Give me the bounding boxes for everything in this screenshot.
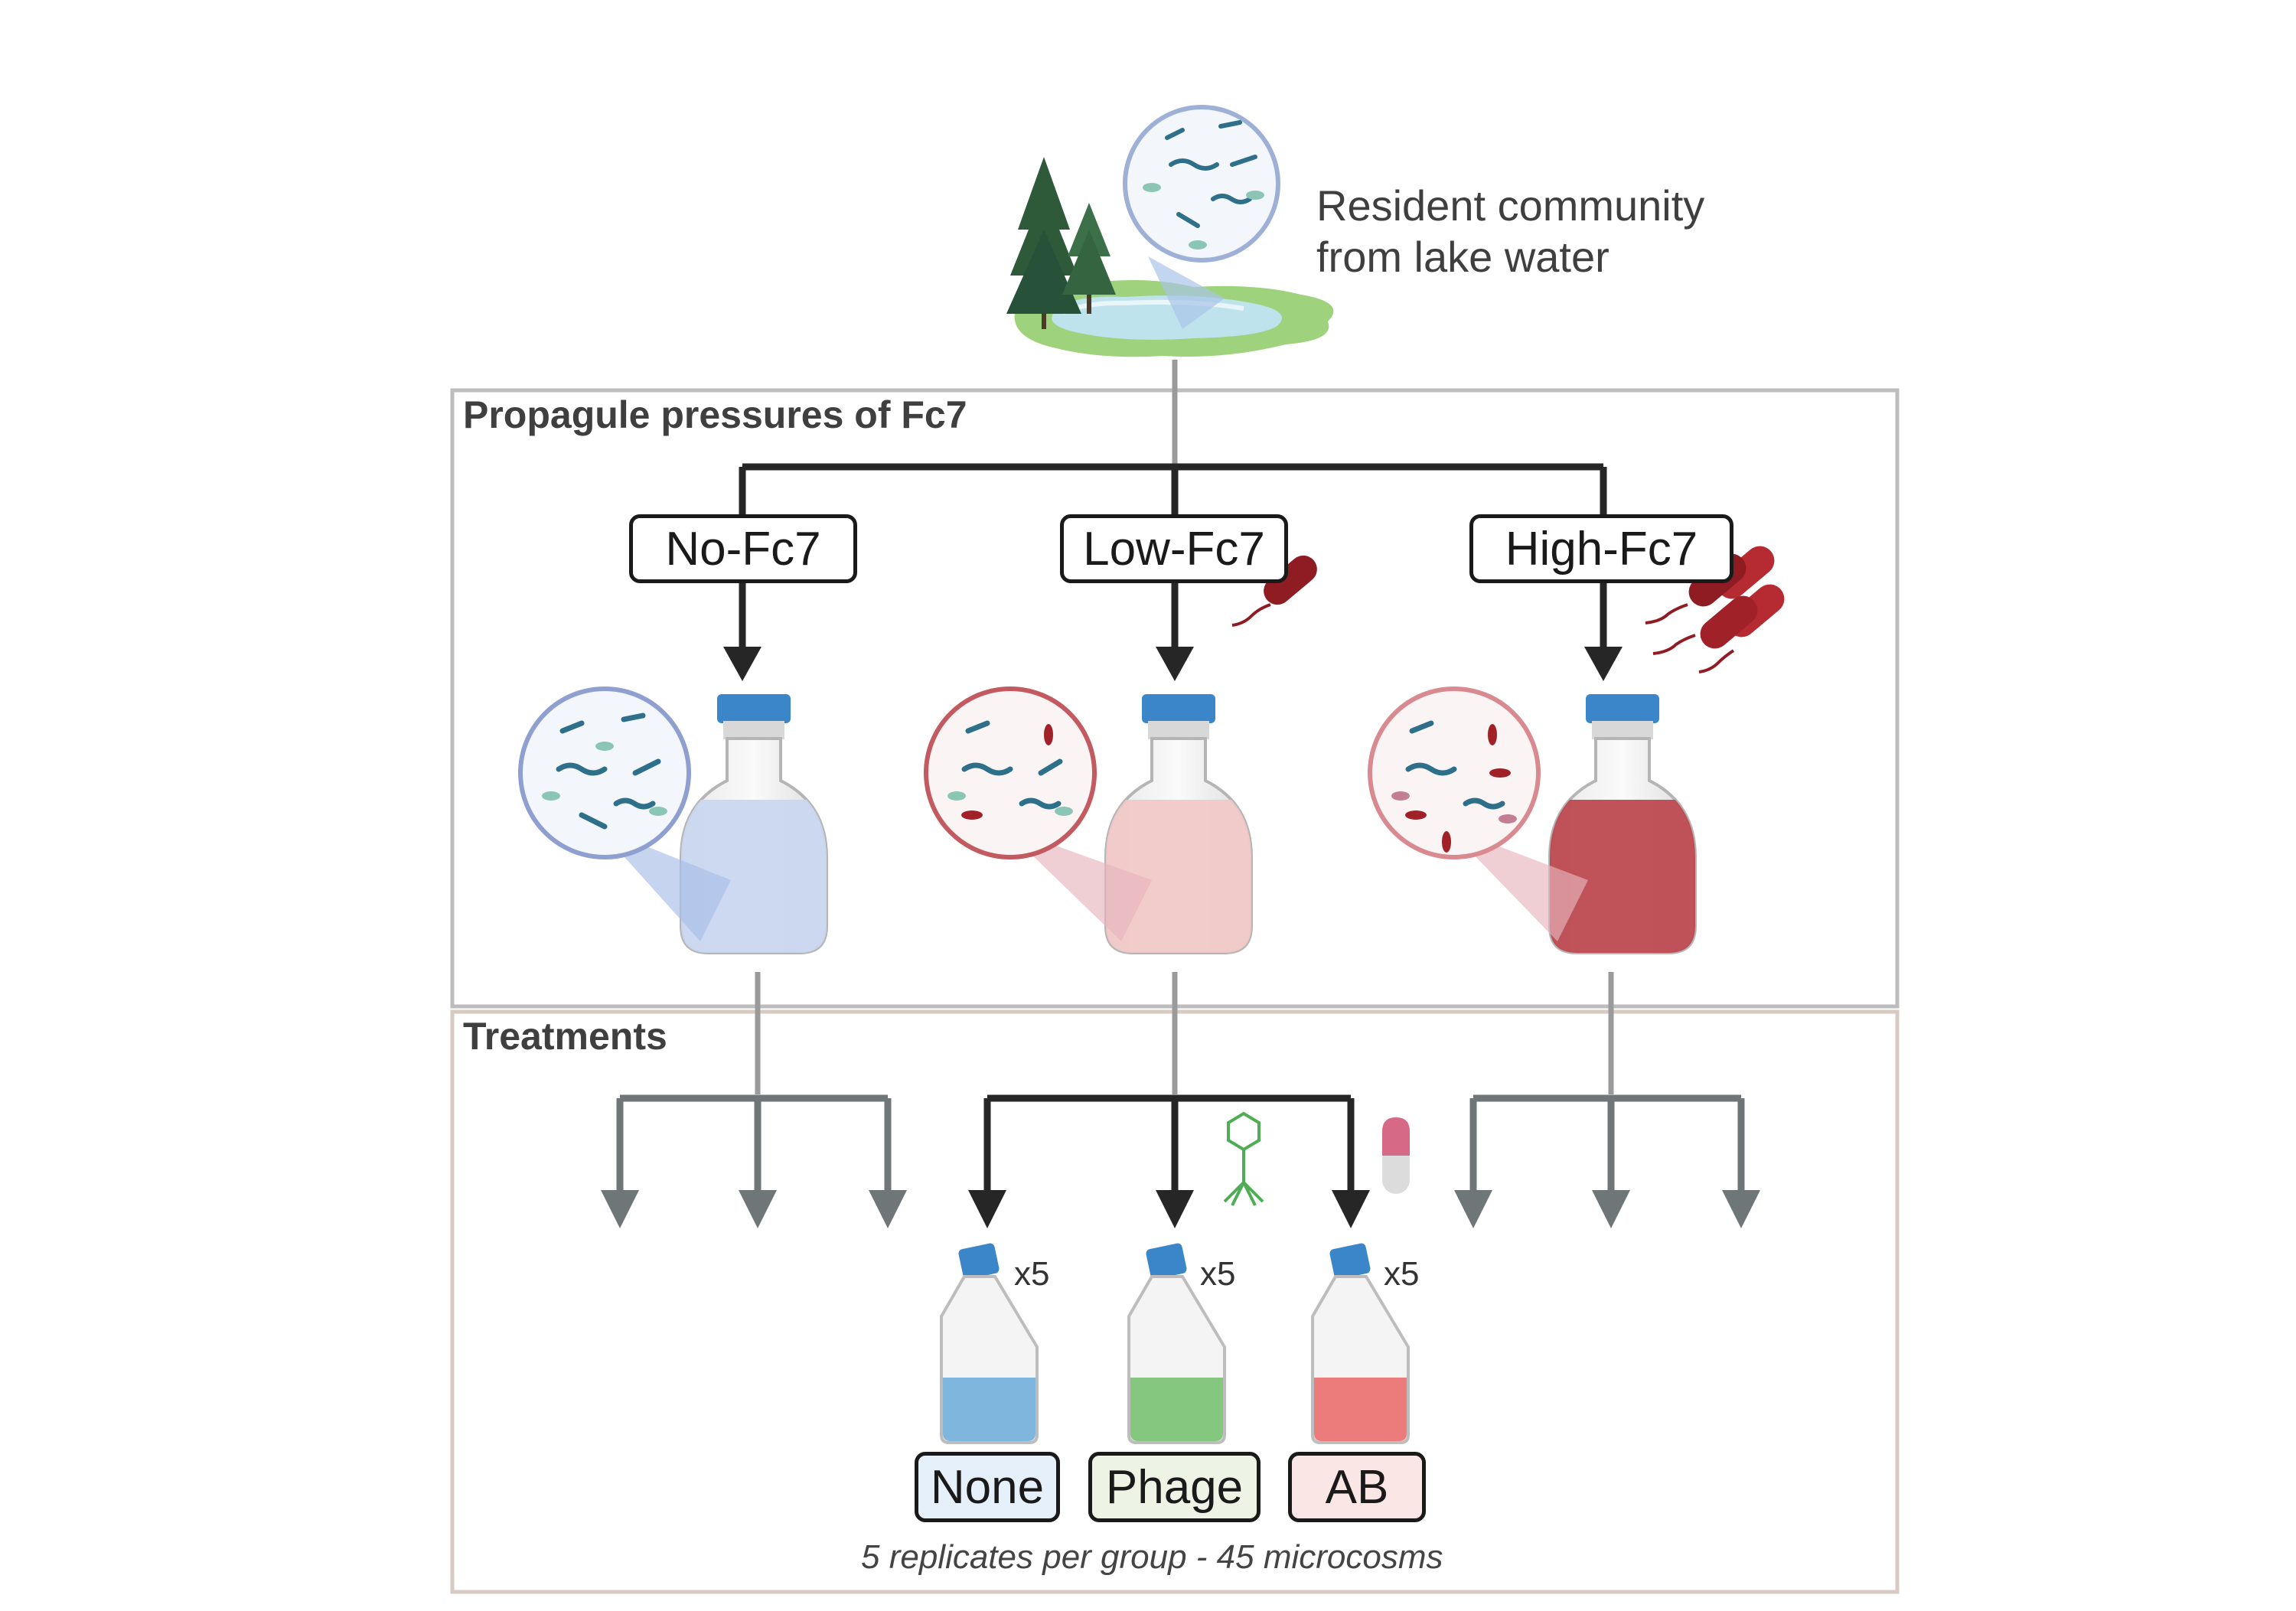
treatment-label-phage: Phage: [1088, 1452, 1261, 1522]
gray-arrowheads: [601, 1190, 1760, 1228]
treatment-label-ab: AB: [1288, 1452, 1426, 1522]
treatments-section-title: Treatments: [463, 1015, 667, 1058]
group-branch-arrows: [739, 463, 1607, 651]
flask-phage: [1127, 1243, 1226, 1444]
flask-none: [940, 1243, 1039, 1444]
dark-arrowheads: [968, 1190, 1370, 1228]
group-label-no-fc7: No-Fc7: [629, 514, 857, 583]
antibiotic-capsule-icon: [1382, 1117, 1410, 1194]
replicate-count-ab: x5: [1384, 1255, 1420, 1293]
source-label-line2: from lake water: [1316, 233, 1609, 281]
pine-tree-icon: [1006, 157, 1116, 329]
source-label-line1: Resident community: [1316, 181, 1705, 230]
footer-note: 5 replicates per group - 45 microcosms: [861, 1538, 1443, 1576]
treatment-connectors: [755, 972, 1614, 1094]
replicate-count-phage: x5: [1200, 1255, 1236, 1293]
group-label-high-fc7: High-Fc7: [1469, 514, 1733, 583]
replicate-count-none: x5: [1014, 1255, 1050, 1293]
gray-branch-arrows-left: [616, 1094, 892, 1194]
gray-branch-arrows-right: [1469, 1094, 1745, 1194]
propagule-section-title: Propagule pressures of Fc7: [463, 393, 967, 436]
magnifier-no-fc7: [518, 686, 731, 941]
magnifier-low-fc7: [924, 686, 1152, 941]
magnifier-high-fc7: [1368, 686, 1588, 941]
phage-icon: [1223, 1111, 1264, 1206]
lake-illustration: [1014, 280, 1334, 357]
lake-magnifier: [1123, 105, 1280, 329]
treatment-label-none: None: [915, 1452, 1060, 1522]
group-arrowheads: [723, 647, 1623, 681]
dark-branch-arrows-center: [983, 1094, 1355, 1194]
group-label-low-fc7: Low-Fc7: [1060, 514, 1288, 583]
fc7-bacterium-icon-low: [1231, 555, 1317, 627]
flask-ab: [1311, 1243, 1410, 1444]
